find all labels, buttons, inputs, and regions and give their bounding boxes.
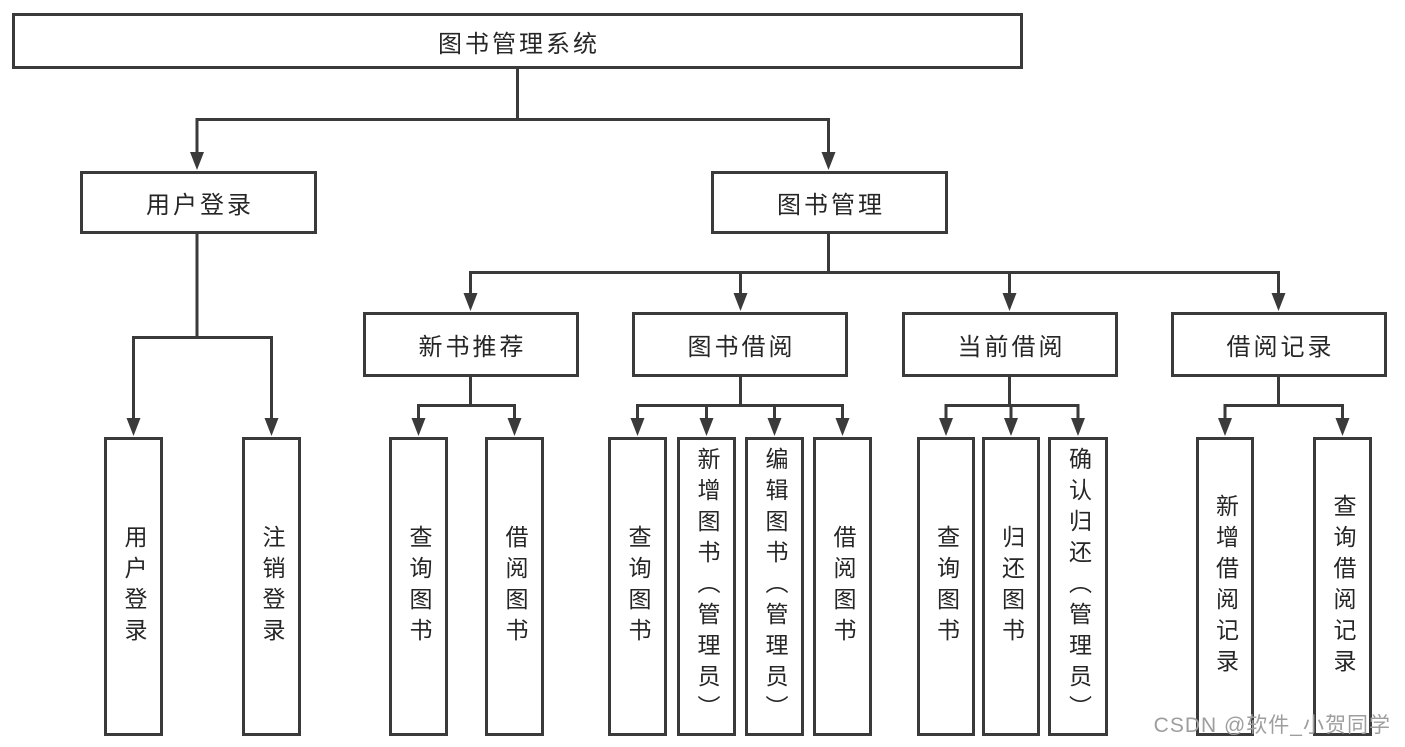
- leaf-edit-books-admin: 编辑图书（管理员）: [745, 437, 804, 736]
- node-borrow-records: 借阅记录: [1171, 312, 1387, 377]
- node-current-borrow-label: 当前借阅: [957, 334, 1066, 361]
- node-root-label: 图书管理系统: [438, 30, 600, 58]
- node-current-borrow: 当前借阅: [902, 312, 1118, 377]
- node-new-book-recommend: 新书推荐: [363, 312, 579, 377]
- leaf-borrow-books-borrow-label: 借阅图书: [830, 524, 856, 649]
- leaf-add-borrow-record: 新增借阅记录: [1196, 437, 1254, 736]
- leaf-query-borrow-record-label: 查询借阅记录: [1330, 493, 1356, 680]
- leaf-query-borrow-record: 查询借阅记录: [1313, 437, 1372, 736]
- node-book-management-label: 图书管理: [777, 192, 885, 219]
- leaf-return-books: 归还图书: [982, 437, 1040, 736]
- node-book-borrow-label: 图书借阅: [687, 334, 796, 361]
- leaf-query-books-current: 查询图书: [917, 437, 975, 736]
- node-book-management: 图书管理: [711, 171, 948, 234]
- leaf-query-books-current-label: 查询图书: [933, 524, 960, 649]
- leaf-user-login-label: 用户登录: [121, 524, 147, 649]
- node-new-book-recommend-label: 新书推荐: [418, 334, 527, 361]
- leaf-return-books-label: 归还图书: [998, 524, 1025, 649]
- leaf-add-books-admin: 新增图书（管理员）: [677, 437, 736, 736]
- node-book-borrow: 图书借阅: [632, 312, 848, 377]
- node-user-login-label: 用户登录: [146, 192, 254, 219]
- leaf-borrow-books-borrow: 借阅图书: [813, 437, 872, 736]
- node-borrow-records-label: 借阅记录: [1226, 334, 1335, 361]
- leaf-user-login: 用户登录: [104, 437, 163, 736]
- leaf-query-books-recommend-label: 查询图书: [406, 524, 432, 649]
- node-root: 图书管理系统: [12, 13, 1023, 69]
- leaf-logout-login: 注销登录: [242, 437, 301, 736]
- node-user-login: 用户登录: [80, 171, 317, 234]
- leaf-borrow-books-recommend-label: 借阅图书: [502, 524, 528, 649]
- leaf-edit-books-admin-label: 编辑图书（管理员）: [762, 447, 788, 726]
- leaf-query-books-recommend: 查询图书: [389, 437, 448, 736]
- leaf-add-books-admin-label: 新增图书（管理员）: [694, 447, 720, 726]
- leaf-add-borrow-record-label: 新增借阅记录: [1212, 493, 1239, 680]
- leaf-logout-login-label: 注销登录: [259, 524, 285, 649]
- leaf-confirm-return-admin-label: 确认归还（管理员）: [1065, 447, 1092, 726]
- leaf-query-books-borrow: 查询图书: [608, 437, 667, 736]
- watermark: CSDN @软件_小贺同学: [1153, 714, 1391, 737]
- leaf-confirm-return-admin: 确认归还（管理员）: [1048, 437, 1108, 736]
- leaf-borrow-books-recommend: 借阅图书: [485, 437, 544, 736]
- leaf-query-books-borrow-label: 查询图书: [625, 524, 651, 649]
